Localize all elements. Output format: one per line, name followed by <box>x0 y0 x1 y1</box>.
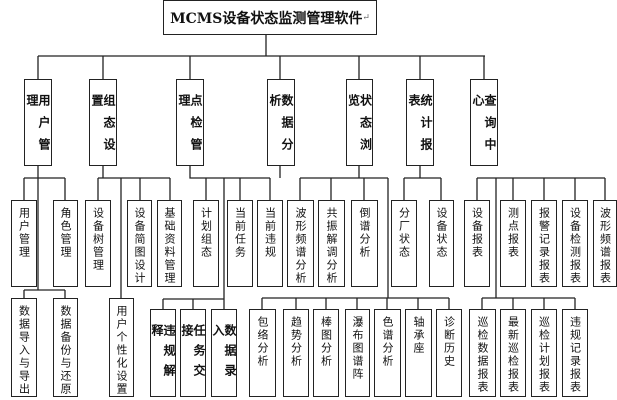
node-label: 用户个性化设置 <box>115 305 128 396</box>
node-label: 用户管理 <box>25 94 51 160</box>
function-node: 共振解调分析 <box>318 200 345 287</box>
function-node: 波形频谱报表 <box>593 200 617 287</box>
module-node: 用户管理 <box>24 79 52 166</box>
function-node: 波形频谱分析 <box>287 200 314 287</box>
paragraph-mark-icon: ↵ <box>362 12 370 23</box>
node-label: 状态浏览 <box>346 94 373 160</box>
node-label: 巡检计划报表 <box>537 316 551 394</box>
node-label: 查询中心 <box>471 94 497 160</box>
node-label: 当前违规 <box>263 207 277 259</box>
node-label: 数据备份与还原 <box>59 305 72 396</box>
module-node: 统计报表 <box>406 79 434 166</box>
function-node: 设备树管理 <box>85 200 111 287</box>
function-node: 角色管理 <box>53 200 78 287</box>
node-label: 违规解释 <box>150 324 176 384</box>
function-node: 用户管理 <box>11 200 37 287</box>
sub-function-node: 趋势分析 <box>283 309 309 397</box>
node-label: 最新巡检报表 <box>506 316 520 394</box>
sub-function-node: 最新巡检报表 <box>500 309 526 397</box>
sub-function-node: 瀑布图谱阵 <box>345 309 370 397</box>
node-label: 基础资料管理 <box>163 207 176 285</box>
node-label: 用户管理 <box>17 207 31 259</box>
node-label: 设备检测报表 <box>568 207 582 285</box>
function-node: 设备简图设计 <box>127 200 152 287</box>
node-label: 数据分析 <box>268 94 294 160</box>
node-label: 报警记录报表 <box>537 207 551 285</box>
node-label: 巡检数据报表 <box>476 316 489 394</box>
function-node: 设备报表 <box>464 200 490 287</box>
node-label: 诊断历史 <box>442 316 456 368</box>
function-node: 倒谱分析 <box>351 200 378 287</box>
module-node: 数据分析 <box>267 79 295 166</box>
function-node: 基础资料管理 <box>157 200 182 287</box>
node-label: 违规记录报表 <box>568 316 582 394</box>
node-label: 设备状态 <box>435 207 448 259</box>
sub-function-node: 数据录入 <box>211 309 237 397</box>
node-label: 波形频谱分析 <box>294 207 307 285</box>
node-label: 色谱分析 <box>381 316 394 368</box>
sub-function-node: 任务交接 <box>180 309 206 397</box>
sub-function-node: 轴承座 <box>405 309 432 397</box>
function-node: 设备检测报表 <box>562 200 588 287</box>
node-label: 棒图分析 <box>319 316 333 368</box>
sub-function-node: 数据导入与导出 <box>11 298 37 397</box>
module-node: 组态设置 <box>89 79 117 166</box>
module-node: 查询中心 <box>470 79 498 166</box>
sub-function-node: 用户个性化设置 <box>109 298 134 397</box>
sub-function-node: 色谱分析 <box>374 309 401 397</box>
function-node: 设备状态 <box>429 200 454 287</box>
function-node: 当前违规 <box>257 200 283 287</box>
node-label: 倒谱分析 <box>358 207 371 259</box>
node-label: 组态设置 <box>90 94 116 160</box>
node-label: 点检管理 <box>177 94 203 160</box>
module-node: 点检管理 <box>176 79 204 166</box>
function-node: 测点报表 <box>500 200 526 287</box>
node-label: 包络分析 <box>256 316 269 368</box>
node-label: 统计报表 <box>407 94 433 160</box>
root-node: MCMS设备状态监测管理软件↵ <box>163 0 377 35</box>
node-label: 轴承座 <box>412 316 425 355</box>
function-node: 报警记录报表 <box>531 200 557 287</box>
node-label: 数据录入 <box>211 324 237 384</box>
node-label: 当前任务 <box>233 207 247 259</box>
module-node: 状态浏览 <box>346 79 373 166</box>
node-label: 波形频谱报表 <box>598 207 612 285</box>
node-label: 设备简图设计 <box>133 207 146 285</box>
node-label: 设备树管理 <box>91 207 105 272</box>
sub-function-node: 棒图分析 <box>313 309 339 397</box>
function-node: 计划组态 <box>193 200 219 287</box>
sub-function-node: 诊断历史 <box>436 309 462 397</box>
sub-function-node: 巡检计划报表 <box>531 309 557 397</box>
sub-function-node: 数据备份与还原 <box>53 298 78 397</box>
function-node: 分厂状态 <box>391 200 417 287</box>
node-label: 共振解调分析 <box>325 207 338 285</box>
node-label: 角色管理 <box>59 207 72 259</box>
node-label: 计划组态 <box>199 207 213 259</box>
function-node: 当前任务 <box>227 200 253 287</box>
sub-function-node: 违规记录报表 <box>562 309 588 397</box>
node-label: 设备报表 <box>470 207 484 259</box>
node-label: 数据导入与导出 <box>17 305 31 396</box>
node-label: 分厂状态 <box>397 207 411 259</box>
sub-function-node: 违规解释 <box>150 309 176 397</box>
node-label: 任务交接 <box>180 324 206 384</box>
node-label: 趋势分析 <box>289 316 303 368</box>
root-title: MCMS设备状态监测管理软件 <box>170 10 363 27</box>
sub-function-node: 巡检数据报表 <box>469 309 496 397</box>
node-label: 瀑布图谱阵 <box>351 316 364 381</box>
node-label: 测点报表 <box>506 207 520 259</box>
sub-function-node: 包络分析 <box>249 309 276 397</box>
